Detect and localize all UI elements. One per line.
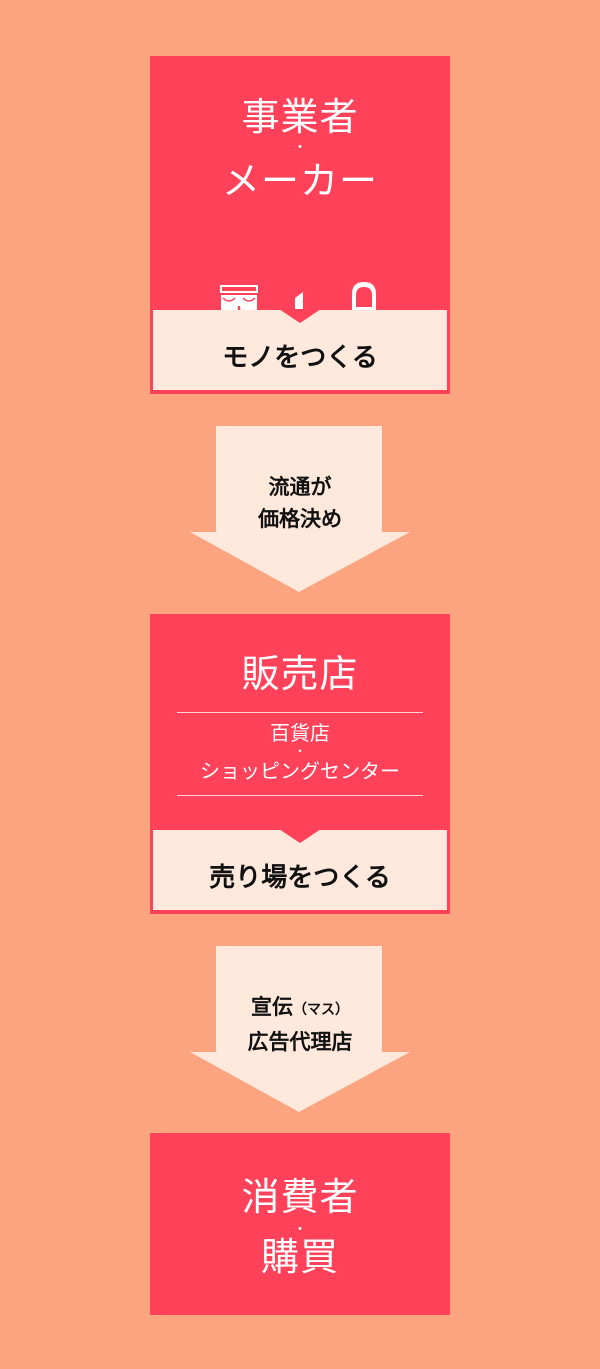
flow-arrow-2: 宣伝（マス） 広告代理店 (190, 946, 410, 1112)
arrow2-label: 宣伝（マス） 広告代理店 (190, 991, 410, 1058)
maker-role-label: モノをつくる (222, 343, 378, 373)
arrow2-label-line2: 広告代理店 (247, 1030, 353, 1054)
consumer-title-line2: 購買 (260, 1235, 339, 1279)
arrow2-label-line1: 宣伝（マス） (190, 991, 410, 1026)
maker-role-tag: モノをつくる (153, 309, 447, 390)
arrow2-label-main: 宣伝 (251, 995, 293, 1019)
consumer-title-line1: 消費者 (241, 1175, 359, 1219)
maker-title-line2: メーカー (221, 159, 378, 203)
maker-title-separator: ・ (293, 140, 307, 156)
retailer-role-label: 売り場をつくる (209, 863, 391, 893)
arrow1-label-line1: 流通が (268, 475, 332, 499)
arrow1-label: 流通が 価格決め (190, 471, 410, 535)
retailer-box: 販売店 百貨店 ・ ショッピングセンター 売り場をつくる (150, 614, 450, 914)
retailer-role-tag: 売り場をつくる (153, 829, 447, 910)
consumer-title-separator: ・ (293, 1222, 307, 1238)
retailer-sub2: ショッピングセンター (200, 759, 400, 783)
retailer-sub1: 百貨店 (270, 721, 330, 745)
maker-box: 事業者 ・ メーカー (150, 56, 450, 394)
retailer-sub-separator: ・ (293, 744, 306, 758)
tag-notch (279, 829, 321, 843)
maker-title-line1: 事業者 (241, 95, 359, 139)
retailer-title: 販売店 (241, 652, 359, 696)
divider-top (177, 712, 423, 713)
arrow1-label-line2: 価格決め (258, 507, 342, 531)
arrow2-label-paren: （マス） (293, 1002, 349, 1018)
tag-notch (279, 309, 321, 323)
divider-bottom (177, 795, 423, 796)
flow-arrow-1: 流通が 価格決め (190, 426, 410, 592)
down-arrow-shape-1 (190, 426, 410, 592)
down-arrow-shape-2 (190, 946, 410, 1112)
consumer-box: 消費者 ・ 購買 (150, 1133, 450, 1315)
